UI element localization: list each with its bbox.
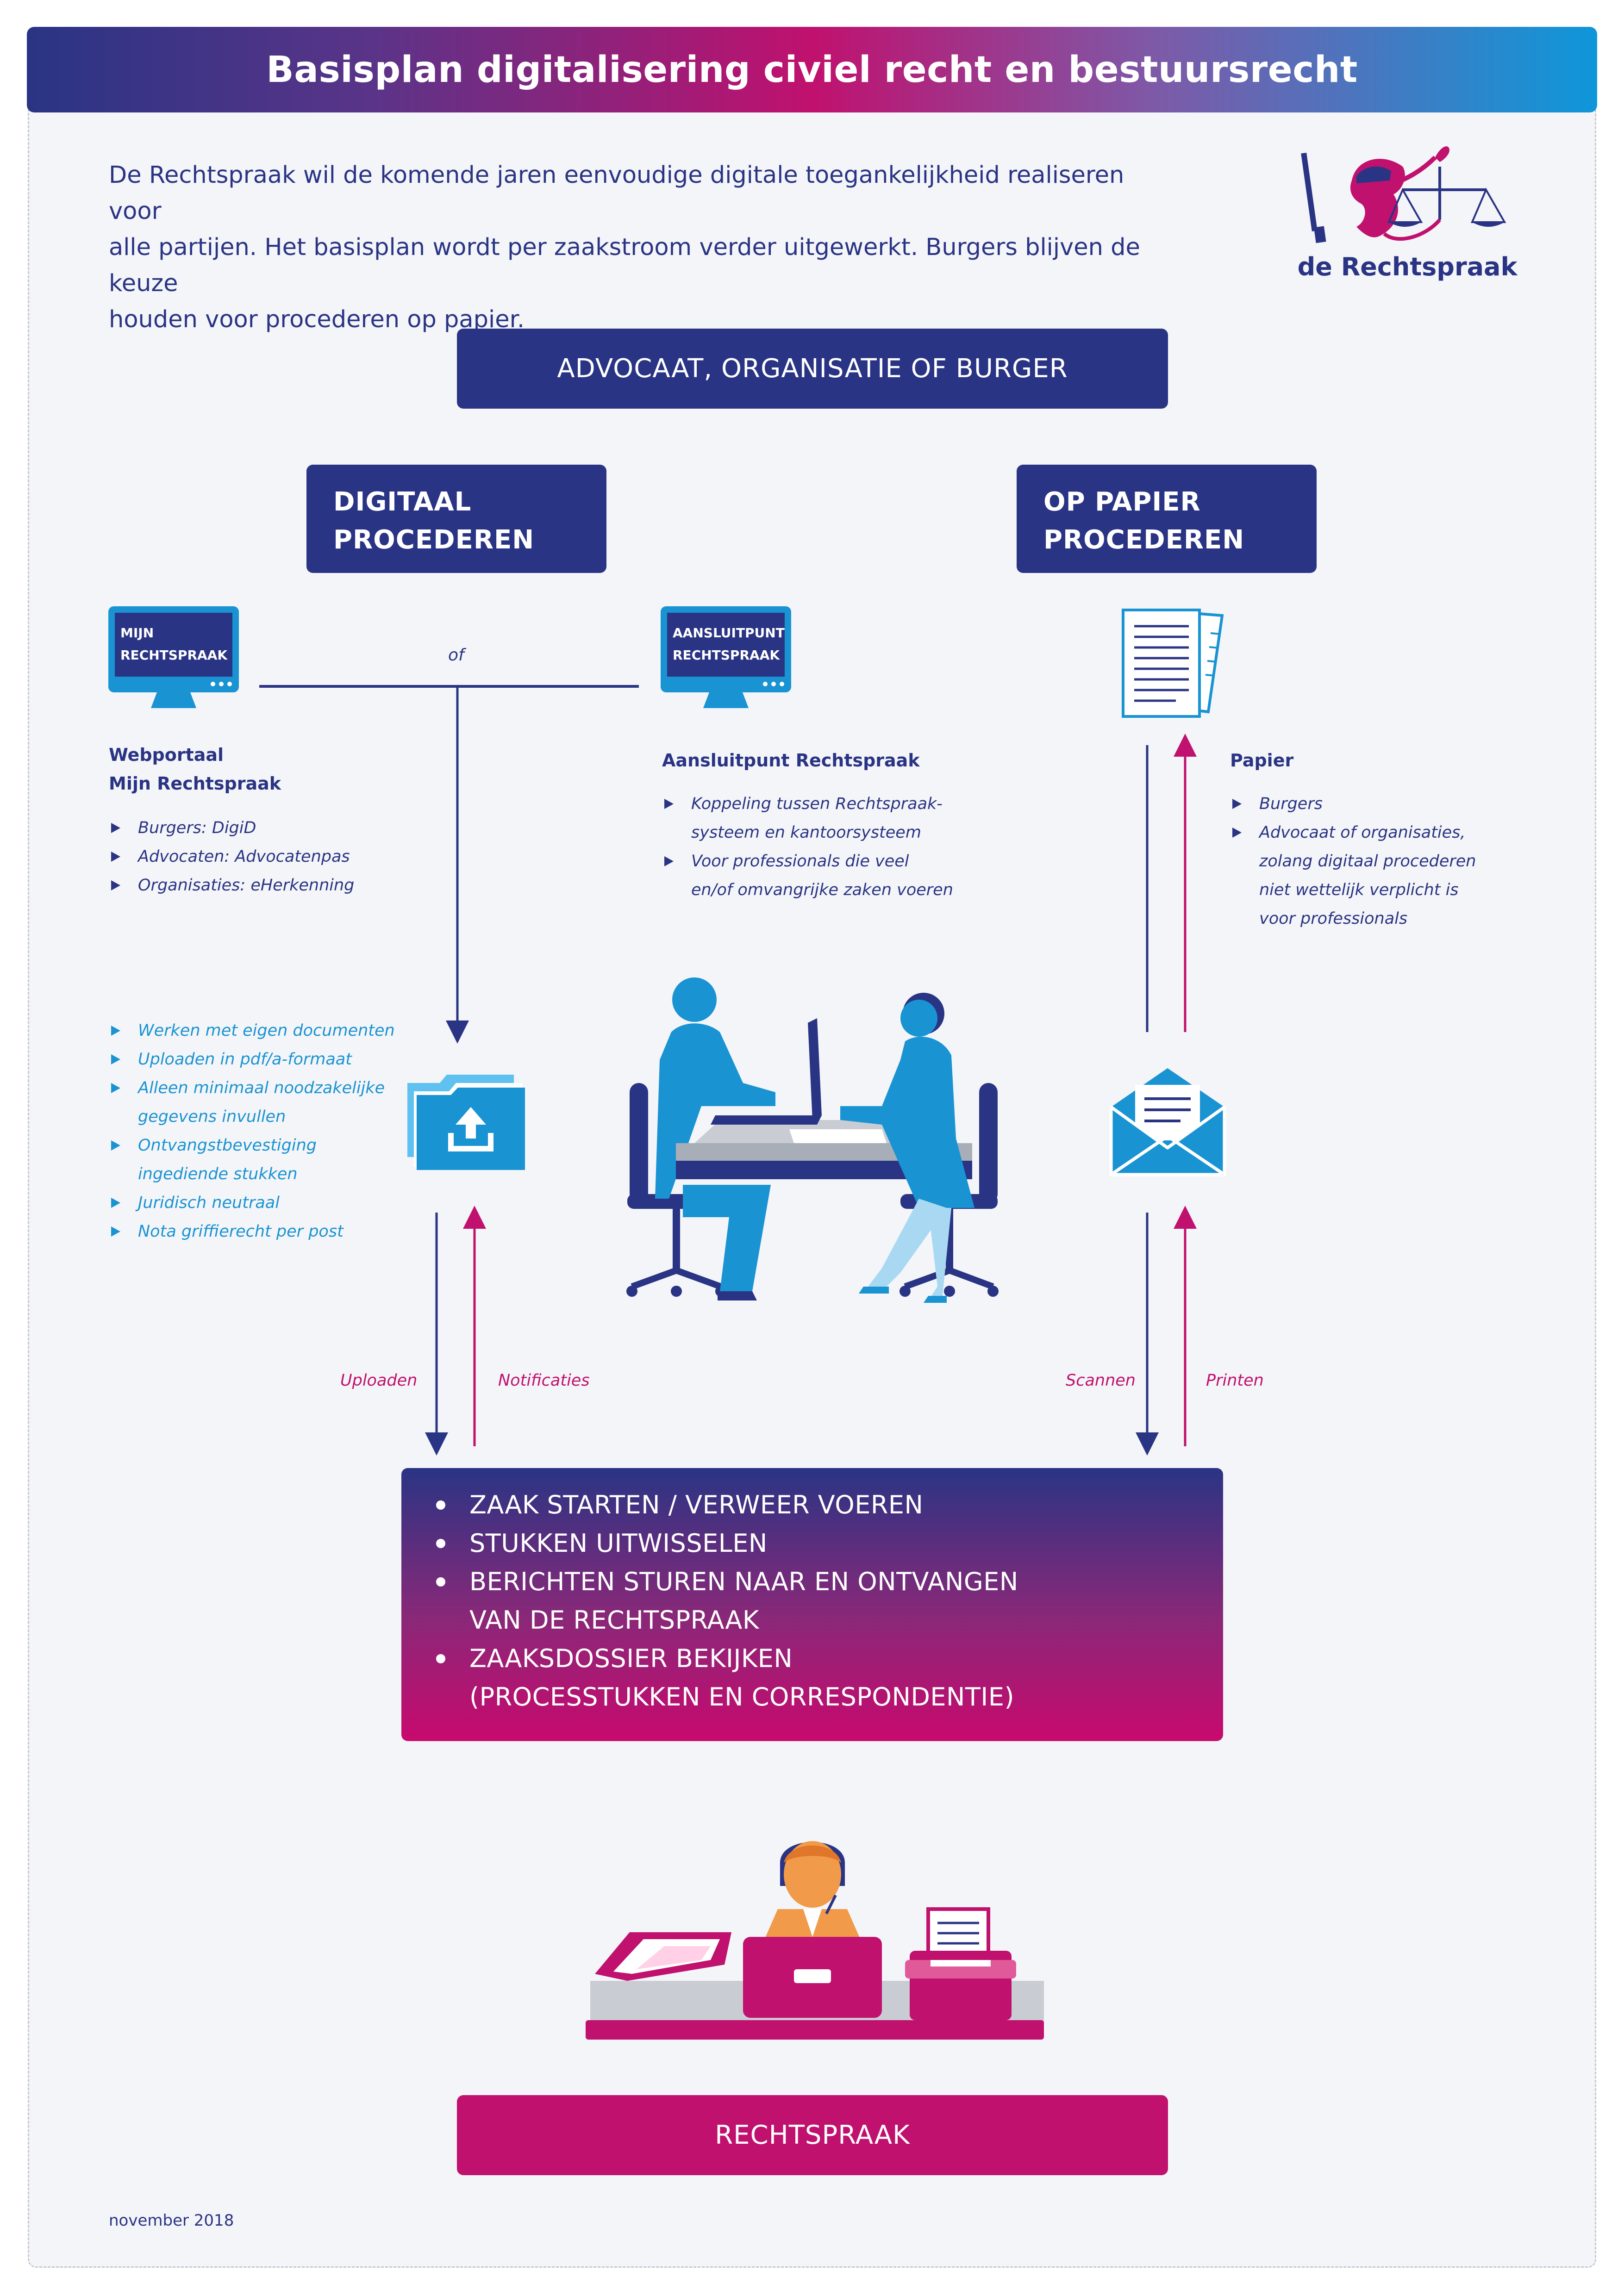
aansluitpunt-monitor: AANSLUITPUNT RECHTSPRAAK [661,606,791,713]
intro-text: De Rechtspraak wil de komende jaren eenv… [109,157,1174,338]
list-item: Advocaten: Advocatenpas [111,842,354,871]
list-item-line: ingediende stukken [138,1165,298,1183]
list-item-line: en/of omvangrijke zaken voeren [691,881,953,899]
box-line: PROCEDEREN [333,525,535,555]
helpdesk-operator-illustration [586,1826,1044,2043]
list-item-line: niet wettelijk verplicht is [1259,881,1459,899]
footer-date: november 2018 [109,2211,234,2230]
list-item-line: Koppeling tussen Rechtspraak- [691,795,943,813]
list-item-line: Voor professionals die veel [691,852,909,871]
print-label: Printen [1206,1371,1264,1390]
envelope-icon [1106,1064,1229,1178]
monitor-label: MIJN RECHTSPRAAK [120,622,227,666]
list-item-line: Werken met eigen documenten [138,1021,395,1040]
papier-title: Papier [1230,750,1294,771]
case-actions-box: ZAAK STARTEN / VERWEER VOEREN STUKKEN UI… [401,1468,1223,1741]
aansluitpunt-title: Aansluitpunt Rechtspraak [662,750,920,771]
list-item: Koppeling tussen Rechtspraak-systeem en … [664,790,953,847]
list-item-line: gegevens invullen [138,1108,286,1126]
page-title: Basisplan digitalisering civiel recht en… [266,49,1358,91]
box-line: PROCEDEREN [1043,525,1245,555]
box-line: OP PAPIER [1043,487,1201,517]
list-item: Voor professionals die veel en/of omvangr… [664,847,953,904]
list-item: Alleen minimaal noodzakelijke gegevens in… [111,1074,395,1131]
list-item-line: (PROCESSTUKKEN EN CORRESPONDENTIE) [469,1682,1015,1711]
list-item-line: VAN DE RECHTSPRAAK [469,1605,759,1635]
actor-box-label: ADVOCAAT, ORGANISATIE OF BURGER [557,354,1068,384]
intro-line: De Rechtspraak wil de komende jaren eenv… [109,162,1124,225]
paper-documents-icon [1120,605,1227,721]
monitor-icon [108,606,239,708]
list-item: Organisaties: eHerkenning [111,871,354,900]
list-item-line: Juridisch neutraal [138,1194,280,1212]
list-item: BERICHTEN STUREN NAAR EN ONTVANGEN VAN DE… [436,1562,1223,1639]
monitor-label-line: AANSLUITPUNT [673,625,785,641]
monitor-icon [661,606,791,708]
list-item-line: Burgers [1259,795,1323,813]
list-item-line: Uploaden in pdf/a-formaat [138,1050,352,1069]
webportaal-title: Webportaal Mijn Rechtspraak [109,740,281,798]
list-item: Juridisch neutraal [111,1188,395,1217]
list-item: Advocaat of organisaties, zolang digitaal… [1232,818,1476,933]
box-line: DIGITAAL [333,487,472,517]
notifications-label: Notificaties [498,1371,590,1390]
list-item-line: BERICHTEN STUREN NAAR EN ONTVANGEN [469,1567,1018,1596]
list-item: Uploaden in pdf/a-formaat [111,1045,395,1074]
rechtspraak-box-label: RECHTSPRAAK [715,2120,910,2150]
people-at-desk-illustration [623,967,1005,1328]
title-line: Mijn Rechtspraak [109,773,281,794]
case-actions-list: ZAAK STARTEN / VERWEER VOEREN STUKKEN UI… [436,1486,1223,1716]
list-item: Nota griffierecht per post [111,1217,395,1246]
digital-features-list: Werken met eigen documenten Uploaden in … [111,1016,395,1246]
logo-text: de Rechtspraak [1297,252,1518,281]
list-item-line: systeem en kantoorsysteem [691,823,921,842]
title-line: Webportaal [109,745,224,765]
monitor-label-line: RECHTSPRAAK [120,647,228,663]
list-item-line: Advocaat of organisaties, [1259,823,1466,842]
mijn-rechtspraak-monitor: MIJN RECHTSPRAAK [108,606,239,713]
actor-box: ADVOCAAT, ORGANISATIE OF BURGER [457,329,1168,409]
webportaal-list: Burgers: DigiD Advocaten: Advocatenpas O… [111,814,354,900]
list-item: ZAAK STARTEN / VERWEER VOEREN [436,1486,1223,1524]
papier-list: Burgers Advocaat of organisaties, zolang … [1232,790,1476,933]
intro-line: alle partijen. Het basisplan wordt per z… [109,234,1140,297]
page-header: Basisplan digitalisering civiel recht en… [27,27,1597,112]
scan-label: Scannen [1066,1371,1136,1390]
list-item-line: Alleen minimaal noodzakelijke [138,1079,385,1097]
list-item: STUKKEN UITWISSELEN [436,1524,1223,1562]
rechtspraak-box: RECHTSPRAAK [457,2095,1168,2175]
rechtspraak-logo: de Rechtspraak [1287,139,1528,292]
monitor-label-line: RECHTSPRAAK [673,647,780,663]
list-item-line: voor professionals [1259,909,1408,928]
list-item-line: Nota griffierecht per post [138,1222,344,1241]
aansluitpunt-list: Koppeling tussen Rechtspraak-systeem en … [664,790,953,904]
list-item: ZAAKSDOSSIER BEKIJKEN (PROCESSTUKKEN EN C… [436,1639,1223,1716]
list-item: Burgers [1232,790,1476,818]
list-item: Burgers: DigiD [111,814,354,842]
paper-procedure-box: OP PAPIER PROCEDEREN [1017,465,1317,573]
monitor-label: AANSLUITPUNT RECHTSPRAAK [673,622,785,666]
lady-justice-logo-icon [1301,146,1506,243]
list-item-line: zolang digitaal procederen [1259,852,1476,871]
upload-label: Uploaden [340,1371,418,1390]
list-item-line: ZAAKSDOSSIER BEKIJKEN [469,1644,793,1673]
upload-folder-icon [403,1069,528,1173]
intro-line: houden voor procederen op papier. [109,306,525,333]
or-label: of [448,646,464,665]
list-item-line: Ontvangstbevestiging [138,1136,317,1155]
monitor-label-line: MIJN [120,625,154,641]
list-item: Ontvangstbevestiging ingediende stukken [111,1131,395,1188]
digital-procedure-box: DIGITAAL PROCEDEREN [306,465,606,573]
list-item: Werken met eigen documenten [111,1016,395,1045]
